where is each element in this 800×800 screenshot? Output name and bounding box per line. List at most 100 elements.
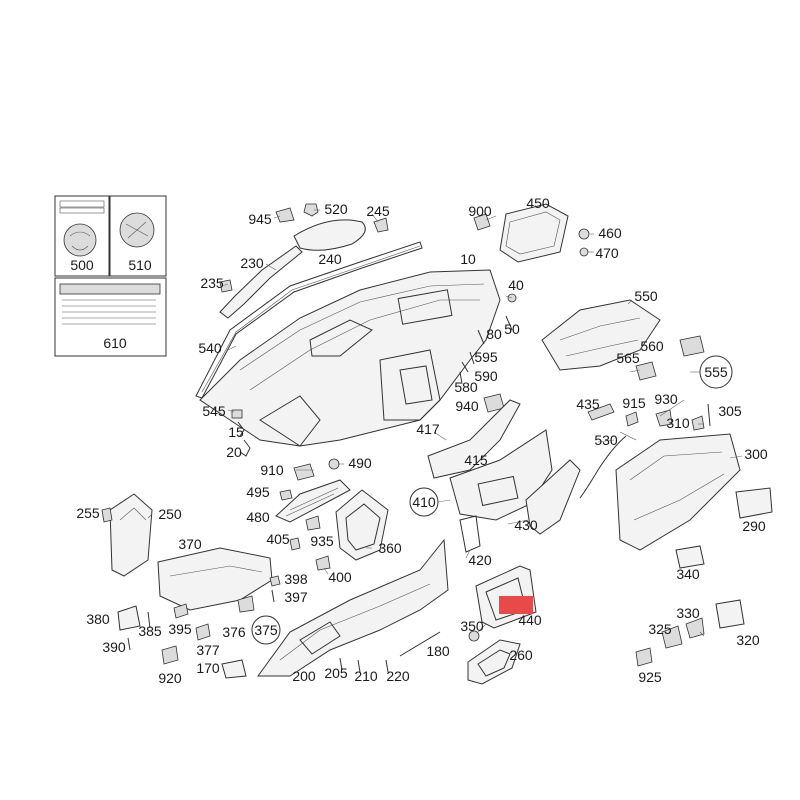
clip-400[interactable] (315, 555, 331, 571)
clip-930[interactable] (655, 409, 673, 427)
nut-460[interactable] (578, 228, 590, 240)
callout-label-560[interactable]: 560 (640, 338, 664, 354)
screw-80[interactable] (477, 329, 485, 345)
callout-label-395[interactable]: 395 (168, 621, 192, 637)
callout-label-410[interactable]: 410 (412, 494, 436, 510)
clip-245[interactable] (373, 217, 389, 233)
callout-label-200[interactable]: 200 (292, 668, 316, 684)
callout-label-430[interactable]: 430 (514, 517, 538, 533)
clip-15[interactable] (237, 421, 245, 437)
screw-205[interactable] (339, 657, 343, 671)
callout-label-435[interactable]: 435 (576, 396, 600, 412)
callout-label-385[interactable]: 385 (138, 623, 162, 639)
switch-565[interactable] (635, 361, 657, 381)
nut-350[interactable] (468, 630, 480, 642)
callout-label-220[interactable]: 220 (386, 668, 410, 684)
callout-label-925[interactable]: 925 (638, 669, 662, 685)
a-pillar-trim-230[interactable] (219, 245, 303, 319)
screw-220[interactable] (385, 659, 389, 673)
callout-label-235[interactable]: 235 (200, 275, 224, 291)
screw-40[interactable] (507, 293, 517, 303)
callout-label-340[interactable]: 340 (676, 566, 700, 582)
defroster-strip-540[interactable] (195, 241, 423, 399)
screw-390[interactable] (127, 637, 131, 651)
connector-340[interactable] (675, 545, 705, 569)
clip-590[interactable] (461, 361, 469, 373)
callout-label-550[interactable]: 550 (634, 288, 658, 304)
callout-label-530[interactable]: 530 (594, 432, 618, 448)
callout-label-397[interactable]: 397 (284, 589, 308, 605)
screw-470[interactable] (579, 247, 589, 257)
callout-label-325[interactable]: 325 (648, 621, 672, 637)
callout-label-945[interactable]: 945 (248, 211, 272, 227)
callout-label-595[interactable]: 595 (474, 349, 498, 365)
glovebox-300[interactable] (615, 433, 741, 551)
callout-label-290[interactable]: 290 (742, 518, 766, 534)
nut-490[interactable] (328, 458, 340, 470)
callout-label-210[interactable]: 210 (354, 668, 378, 684)
callout-label-300[interactable]: 300 (744, 446, 768, 462)
callout-label-930[interactable]: 930 (654, 391, 678, 407)
callout-label-380[interactable]: 380 (86, 611, 110, 627)
callout-label-590[interactable]: 590 (474, 368, 498, 384)
callout-label-205[interactable]: 205 (324, 665, 348, 681)
callout-label-260[interactable]: 260 (509, 647, 533, 663)
callout-label-495[interactable]: 495 (246, 484, 270, 500)
switch-325[interactable] (661, 625, 683, 649)
clip-255[interactable] (101, 507, 113, 523)
callout-label-377[interactable]: 377 (196, 642, 220, 658)
side-panel-250[interactable] (109, 493, 153, 577)
trim-420[interactable] (459, 515, 481, 553)
screw-50[interactable] (505, 315, 513, 331)
callout-label-360[interactable]: 360 (378, 540, 402, 556)
callout-label-915[interactable]: 915 (622, 395, 646, 411)
callout-label-920[interactable]: 920 (158, 670, 182, 686)
bracket-320[interactable] (715, 599, 745, 629)
callout-label-450[interactable]: 450 (526, 195, 550, 211)
label-box-610[interactable] (54, 277, 167, 357)
callout-label-20[interactable]: 20 (226, 444, 242, 460)
switch-560[interactable] (679, 335, 705, 357)
bracket-170[interactable] (221, 659, 247, 679)
callout-label-415[interactable]: 415 (464, 452, 488, 468)
connector-330[interactable] (685, 617, 705, 639)
clip-920[interactable] (161, 645, 179, 665)
callout-label-180[interactable]: 180 (426, 643, 450, 659)
callout-label-420[interactable]: 420 (468, 552, 492, 568)
callout-label-417[interactable]: 417 (416, 421, 440, 437)
callout-label-470[interactable]: 470 (595, 245, 619, 261)
clip-310[interactable] (691, 415, 705, 431)
callout-label-240[interactable]: 240 (318, 251, 342, 267)
callout-label-565[interactable]: 565 (616, 350, 640, 366)
callout-label-398[interactable]: 398 (284, 571, 308, 587)
trim-260[interactable] (467, 639, 521, 685)
clip-900[interactable] (473, 213, 491, 231)
trim-417[interactable] (427, 399, 521, 479)
callout-label-460[interactable]: 460 (598, 225, 622, 241)
switch-435[interactable] (587, 403, 615, 421)
callout-label-610[interactable]: 610 (103, 335, 127, 351)
callout-label-80[interactable]: 80 (486, 326, 502, 342)
clip-20[interactable] (239, 439, 251, 457)
callout-label-405[interactable]: 405 (266, 531, 290, 547)
screw-385[interactable] (147, 611, 151, 629)
callout-label-480[interactable]: 480 (246, 509, 270, 525)
screw-520[interactable] (303, 203, 319, 217)
callout-label-350[interactable]: 350 (460, 618, 484, 634)
vent-480[interactable] (275, 479, 351, 523)
callout-label-490[interactable]: 490 (348, 455, 372, 471)
air-duct-530[interactable] (579, 435, 627, 499)
bracket-380[interactable] (117, 605, 141, 631)
callout-label-376[interactable]: 376 (222, 624, 246, 640)
callout-label-230[interactable]: 230 (240, 255, 264, 271)
callout-label-540[interactable]: 540 (198, 340, 222, 356)
callout-label-940[interactable]: 940 (455, 398, 479, 414)
rod-180[interactable] (399, 631, 441, 657)
callout-label-520[interactable]: 520 (324, 201, 348, 217)
clip-376[interactable] (237, 595, 255, 613)
clip-925[interactable] (635, 647, 653, 667)
label-box-510[interactable] (109, 195, 167, 277)
screw-595[interactable] (469, 351, 475, 365)
callout-label-910[interactable]: 910 (260, 462, 284, 478)
callout-label-400[interactable]: 400 (328, 569, 352, 585)
